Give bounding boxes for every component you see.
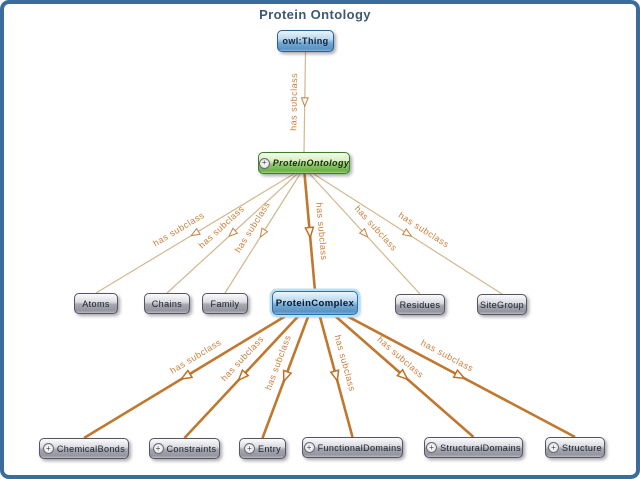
node-label: ProteinOntology xyxy=(272,158,350,168)
node-functional-domains[interactable]: +FunctionalDomains xyxy=(302,437,403,458)
edge-protein-complex-entry xyxy=(261,314,310,439)
expander-icon[interactable]: + xyxy=(258,157,270,169)
node-label: SiteGroup xyxy=(479,299,525,310)
edge-label: has subclass xyxy=(333,334,358,393)
node-label: FunctionalDomains xyxy=(317,442,402,453)
expander-icon[interactable]: + xyxy=(42,443,54,454)
edge-protein-complex-structural-domains xyxy=(333,314,475,438)
node-structural-domains[interactable]: +StructuralDomains xyxy=(424,437,523,458)
node-protein-ontology[interactable]: +ProteinOntology xyxy=(258,152,350,174)
page-title: Protein Ontology xyxy=(259,7,371,22)
node-structure[interactable]: +Structure xyxy=(545,437,605,458)
node-label: Family xyxy=(210,298,240,309)
node-label: ChemicalBonds xyxy=(56,443,126,454)
expander-icon[interactable]: + xyxy=(547,442,559,453)
edge-label: has subclass xyxy=(263,334,293,392)
node-residues[interactable]: Residues xyxy=(395,294,445,315)
edge-label: has subclass xyxy=(288,73,299,131)
node-label: Residues xyxy=(399,299,441,310)
node-entry[interactable]: +Entry xyxy=(239,438,286,459)
node-owl-thing[interactable]: owl:Thing xyxy=(277,30,334,52)
edge-label: has subclass xyxy=(314,202,329,261)
node-label: Chains xyxy=(151,298,183,309)
edge-protein-complex-structure xyxy=(344,313,576,439)
edge-protein-complex-constraints xyxy=(183,314,301,439)
node-constraints[interactable]: +Constraints xyxy=(149,438,220,459)
node-site-group[interactable]: SiteGroup xyxy=(477,294,527,315)
node-label: Entry xyxy=(257,443,281,454)
expander-icon[interactable]: + xyxy=(303,442,315,453)
edge-protein-ontology-atoms xyxy=(95,173,294,294)
edge-owl-thing-protein-ontology xyxy=(304,51,306,153)
node-atoms[interactable]: Atoms xyxy=(74,293,118,314)
expander-icon[interactable]: + xyxy=(152,443,164,454)
node-label: Atoms xyxy=(82,298,110,309)
edge-protein-ontology-site-group xyxy=(313,173,503,295)
edge-protein-ontology-family xyxy=(224,173,301,294)
node-label: owl:Thing xyxy=(282,36,329,46)
node-chains[interactable]: Chains xyxy=(144,293,190,314)
expander-icon[interactable]: + xyxy=(243,443,255,454)
node-label: Structure xyxy=(561,442,603,453)
node-label: StructuralDomains xyxy=(440,442,521,453)
edge-protein-ontology-chains xyxy=(166,173,298,294)
node-protein-complex[interactable]: ProteinComplex xyxy=(272,291,358,315)
edge-protein-ontology-residues xyxy=(309,173,421,295)
node-label: ProteinComplex xyxy=(275,297,355,309)
expander-icon[interactable]: + xyxy=(426,442,438,453)
node-family[interactable]: Family xyxy=(202,293,248,314)
edge-protein-complex-chemical-bonds xyxy=(83,313,288,440)
node-chemical-bonds[interactable]: +ChemicalBonds xyxy=(39,438,129,459)
node-label: Constraints xyxy=(166,443,217,454)
edge-protein-complex-functional-domains xyxy=(318,314,354,438)
edge-protein-ontology-protein-complex xyxy=(303,173,317,292)
